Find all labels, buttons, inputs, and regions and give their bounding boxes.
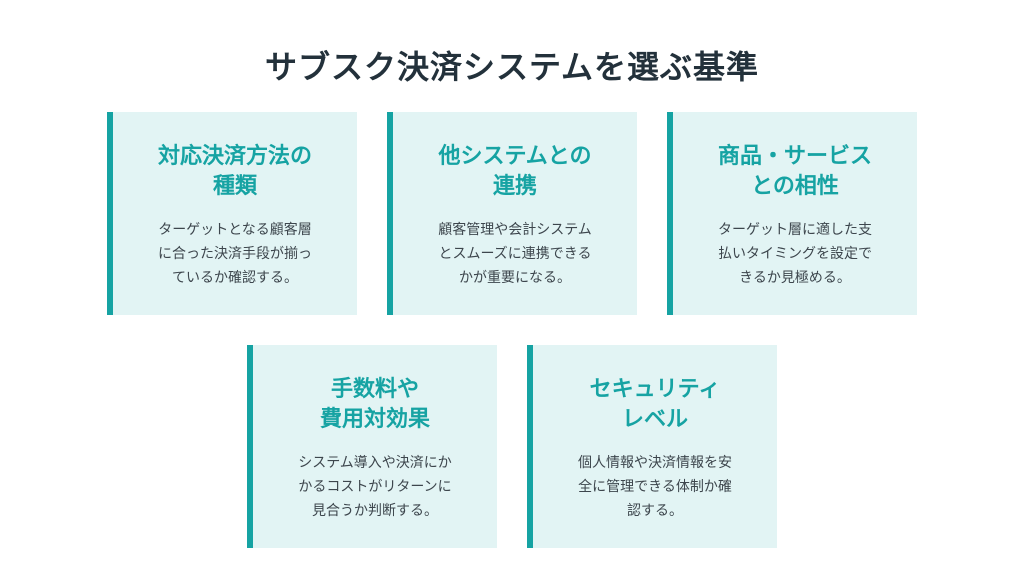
card-heading-line: 手数料や bbox=[330, 377, 419, 402]
card-description-line: かが重要になる。 bbox=[459, 270, 571, 286]
card-heading: 手数料や 費用対効果 bbox=[253, 375, 497, 435]
card-description-line: 払いタイミングを設定で bbox=[718, 246, 872, 262]
card-heading-line: セキュリティ bbox=[589, 377, 721, 402]
card-heading-line: レベル bbox=[621, 407, 688, 432]
card-description-line: システム導入や決済にか bbox=[298, 455, 452, 471]
criteria-card-fees-cost-effectiveness: 手数料や 費用対効果 システム導入や決済にか かるコストがリターンに 見合うか判… bbox=[247, 345, 497, 548]
card-heading-line: との相性 bbox=[751, 174, 839, 199]
card-heading-line: 商品・サービス bbox=[717, 144, 872, 169]
card-heading-line: 種類 bbox=[212, 174, 257, 199]
card-description-line: に合った決済手段が揃っ bbox=[158, 246, 312, 262]
card-heading-line: 費用対効果 bbox=[319, 407, 430, 432]
card-description: システム導入や決済にか かるコストがリターンに 見合うか判断する。 bbox=[253, 451, 497, 523]
card-description-line: 全に管理できる体制か確 bbox=[578, 479, 732, 495]
card-heading: 商品・サービス との相性 bbox=[673, 142, 917, 202]
card-description-line: きるか見極める。 bbox=[739, 270, 851, 286]
card-heading: 他システムとの 連携 bbox=[393, 142, 637, 202]
criteria-card-product-fit: 商品・サービス との相性 ターゲット層に適した支 払いタイミングを設定で きるか… bbox=[667, 112, 917, 315]
card-heading: 対応決済方法の 種類 bbox=[113, 142, 357, 202]
card-description: ターゲット層に適した支 払いタイミングを設定で きるか見極める。 bbox=[673, 218, 917, 290]
card-heading: セキュリティ レベル bbox=[533, 375, 777, 435]
card-description-line: 認する。 bbox=[627, 503, 683, 519]
criteria-card-system-integration: 他システムとの 連携 顧客管理や会計システム とスムーズに連携できる かが重要に… bbox=[387, 112, 637, 315]
page-title: サブスク決済システムを選ぶ基準 bbox=[264, 48, 760, 86]
card-description-line: ターゲット層に適した支 bbox=[718, 222, 872, 238]
card-heading-line: 他システムとの bbox=[438, 144, 592, 169]
card-description-line: 見合うか判断する。 bbox=[312, 503, 438, 519]
criteria-card-payment-methods: 対応決済方法の 種類 ターゲットとなる顧客層 に合った決済手段が揃っ ているか確… bbox=[107, 112, 357, 315]
card-description: 個人情報や決済情報を安 全に管理できる体制か確 認する。 bbox=[533, 451, 777, 523]
criteria-card-security-level: セキュリティ レベル 個人情報や決済情報を安 全に管理できる体制か確 認する。 bbox=[527, 345, 777, 548]
card-heading-line: 対応決済方法の bbox=[157, 144, 312, 169]
card-description-line: 個人情報や決済情報を安 bbox=[578, 455, 732, 471]
card-description-line: ているか確認する。 bbox=[172, 270, 298, 286]
card-heading-line: 連携 bbox=[492, 174, 537, 199]
card-description-line: とスムーズに連携できる bbox=[438, 246, 592, 262]
card-description: ターゲットとなる顧客層 に合った決済手段が揃っ ているか確認する。 bbox=[113, 218, 357, 290]
card-description-line: 顧客管理や会計システム bbox=[438, 222, 592, 238]
card-description-line: かるコストがリターンに bbox=[298, 479, 452, 495]
card-description-line: ターゲットとなる顧客層 bbox=[158, 222, 312, 238]
card-description: 顧客管理や会計システム とスムーズに連携できる かが重要になる。 bbox=[393, 218, 637, 290]
